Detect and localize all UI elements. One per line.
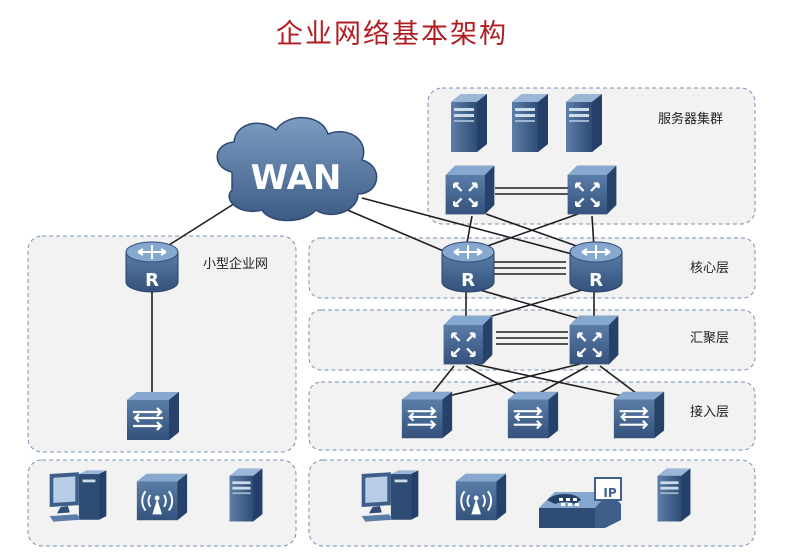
wan-cloud: WAN	[216, 116, 378, 222]
wireless-ap-icon	[135, 472, 189, 522]
ip-phone-badge: IP	[603, 486, 616, 500]
datacenter-switch-icon	[444, 164, 496, 216]
wireless-ap-icon	[454, 472, 508, 522]
zone-enterprise-terminals	[308, 459, 756, 547]
wan-label: WAN	[251, 158, 342, 198]
aggregation-layer-label: 汇聚层	[690, 331, 729, 346]
page-title: 企业网络基本架构	[276, 19, 508, 50]
access-switch-icon	[612, 390, 666, 440]
server-icon	[566, 94, 602, 152]
server-icon	[229, 468, 263, 522]
server-cluster-label: 服务器集群	[658, 111, 723, 127]
datacenter-switch-icon	[566, 164, 618, 216]
access-switch-icon	[400, 390, 454, 440]
router-letter: R	[589, 270, 603, 291]
links	[151, 187, 641, 399]
router-letter: R	[461, 270, 475, 291]
zone-small-enterprise	[27, 235, 297, 453]
core-layer-label: 核心层	[690, 261, 729, 276]
server-cluster	[451, 94, 602, 152]
router-letter: R	[145, 270, 159, 291]
small-enterprise-router: R	[125, 241, 179, 293]
access-switch-icon	[506, 390, 560, 440]
server-icon	[657, 468, 691, 522]
small-enterprise-switch-icon	[125, 390, 181, 442]
core-router-left: R	[441, 241, 495, 293]
core-router-right: R	[569, 241, 623, 293]
zone-aggregation-layer	[308, 309, 756, 371]
server-icon	[512, 94, 548, 152]
small-enterprise-label: 小型企业网	[203, 256, 268, 272]
aggregation-switch-icon	[442, 314, 494, 366]
access-layer-label: 接入层	[690, 404, 729, 420]
ip-phone: IP	[537, 476, 623, 530]
aggregation-switch-icon	[568, 314, 620, 366]
zone-server-cluster	[427, 87, 756, 225]
server-icon	[451, 94, 487, 152]
